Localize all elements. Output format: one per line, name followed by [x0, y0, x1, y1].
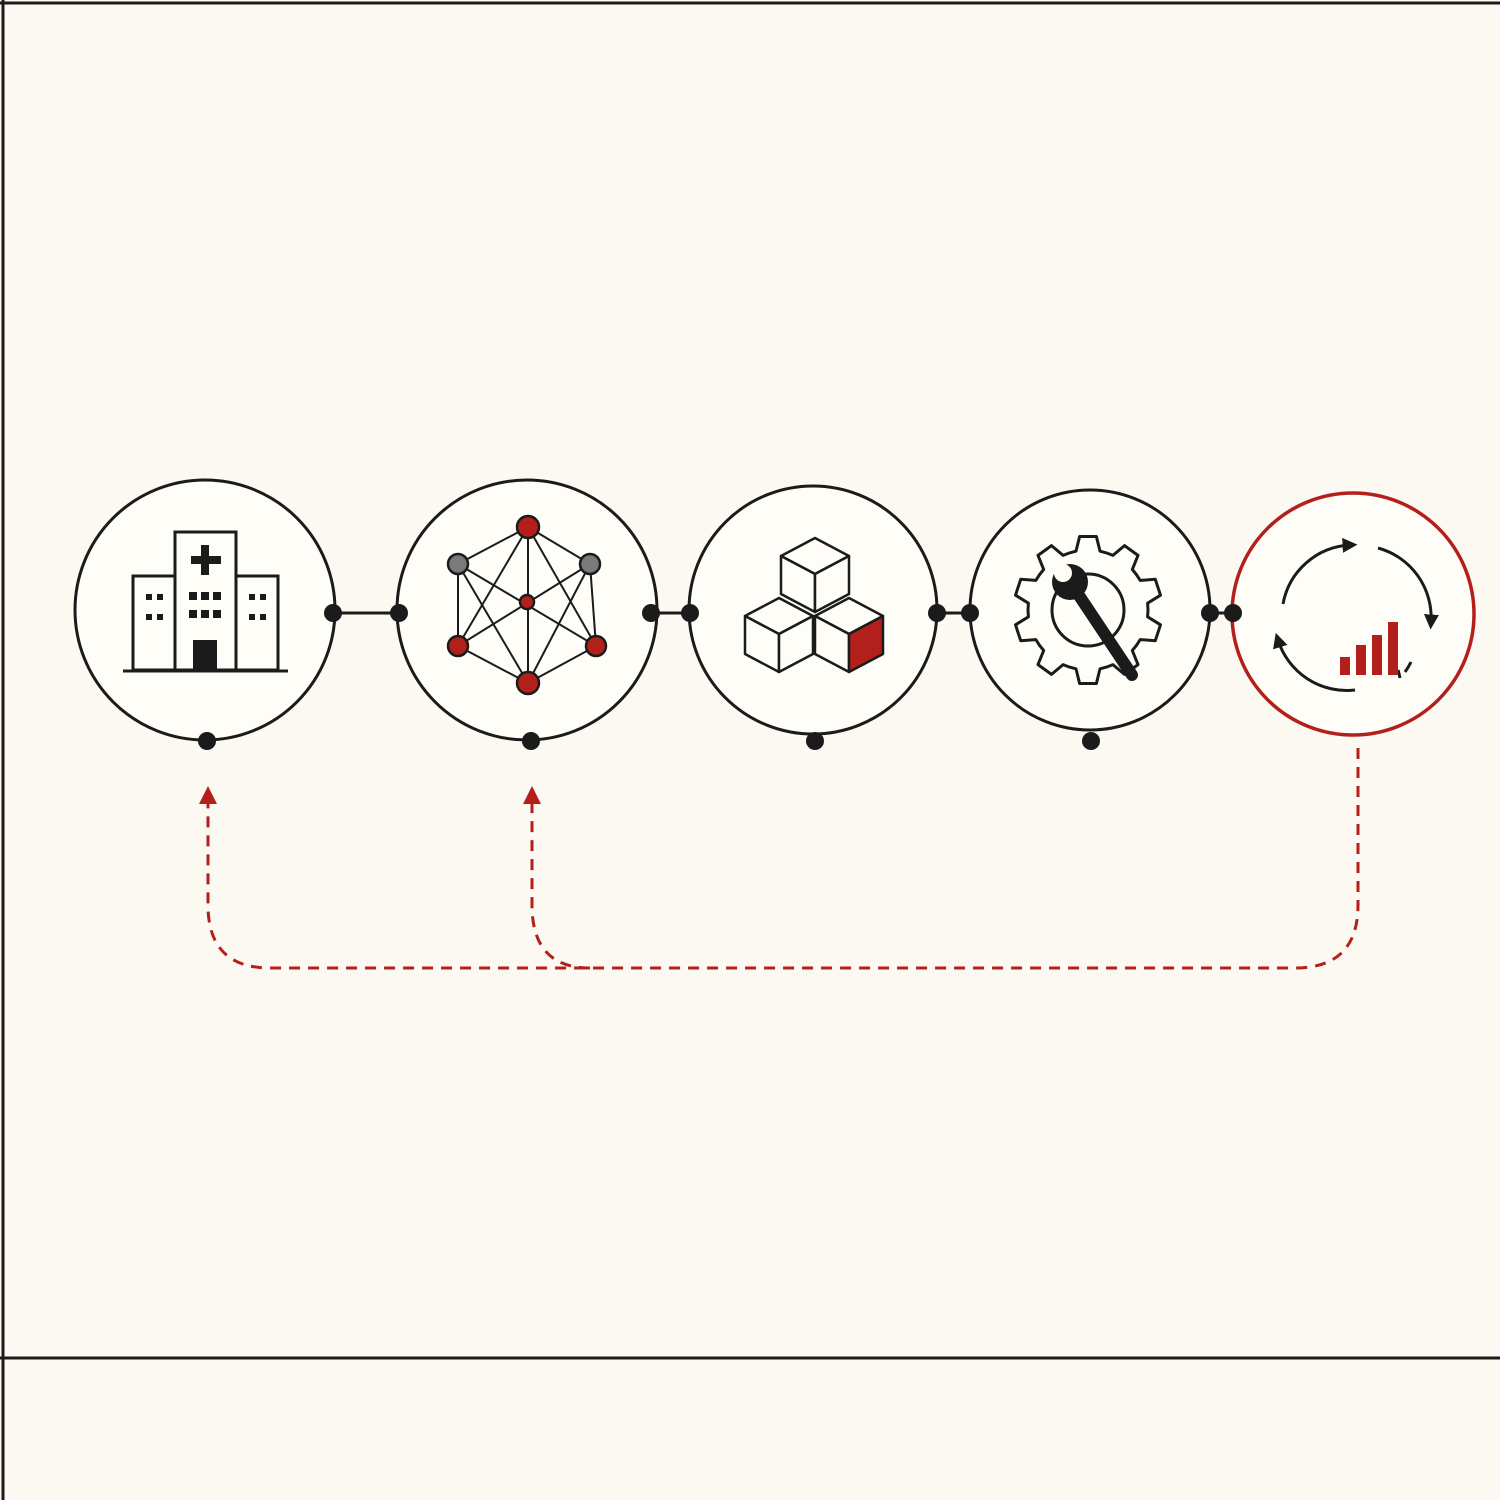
stage-2	[390, 478, 660, 750]
stage-1	[73, 478, 342, 750]
feedback-loop-to-stage-1	[199, 748, 1360, 970]
stage-1-bottom-port	[198, 732, 216, 750]
stage-4-bottom-port	[1082, 732, 1100, 750]
stage-3-left-port	[681, 604, 699, 622]
stage-3-bottom-port	[806, 732, 824, 750]
cubes-icon	[743, 536, 885, 674]
neural-network-icon	[446, 514, 608, 696]
hospital-icon	[123, 530, 288, 673]
feedback-loop-to-stage-2	[523, 786, 591, 970]
stage-4-left-port	[961, 604, 979, 622]
stage-3-right-port	[928, 604, 946, 622]
feedback-loops	[199, 748, 1360, 970]
stage-1-right-port	[324, 604, 342, 622]
stage-4	[961, 488, 1219, 750]
stage-2-bottom-port	[522, 732, 540, 750]
cycle-chart-icon	[1273, 537, 1439, 692]
gear-outline	[1014, 535, 1162, 685]
stage-5-circle	[1230, 491, 1476, 737]
stage-5-left-port	[1224, 604, 1242, 622]
stage-5	[1224, 491, 1476, 737]
stage-3	[681, 484, 946, 750]
stage-4-right-port	[1201, 604, 1219, 622]
gear-wrench-icon	[1014, 535, 1162, 685]
stage-2-right-port	[642, 604, 660, 622]
stage-2-left-port	[390, 604, 408, 622]
